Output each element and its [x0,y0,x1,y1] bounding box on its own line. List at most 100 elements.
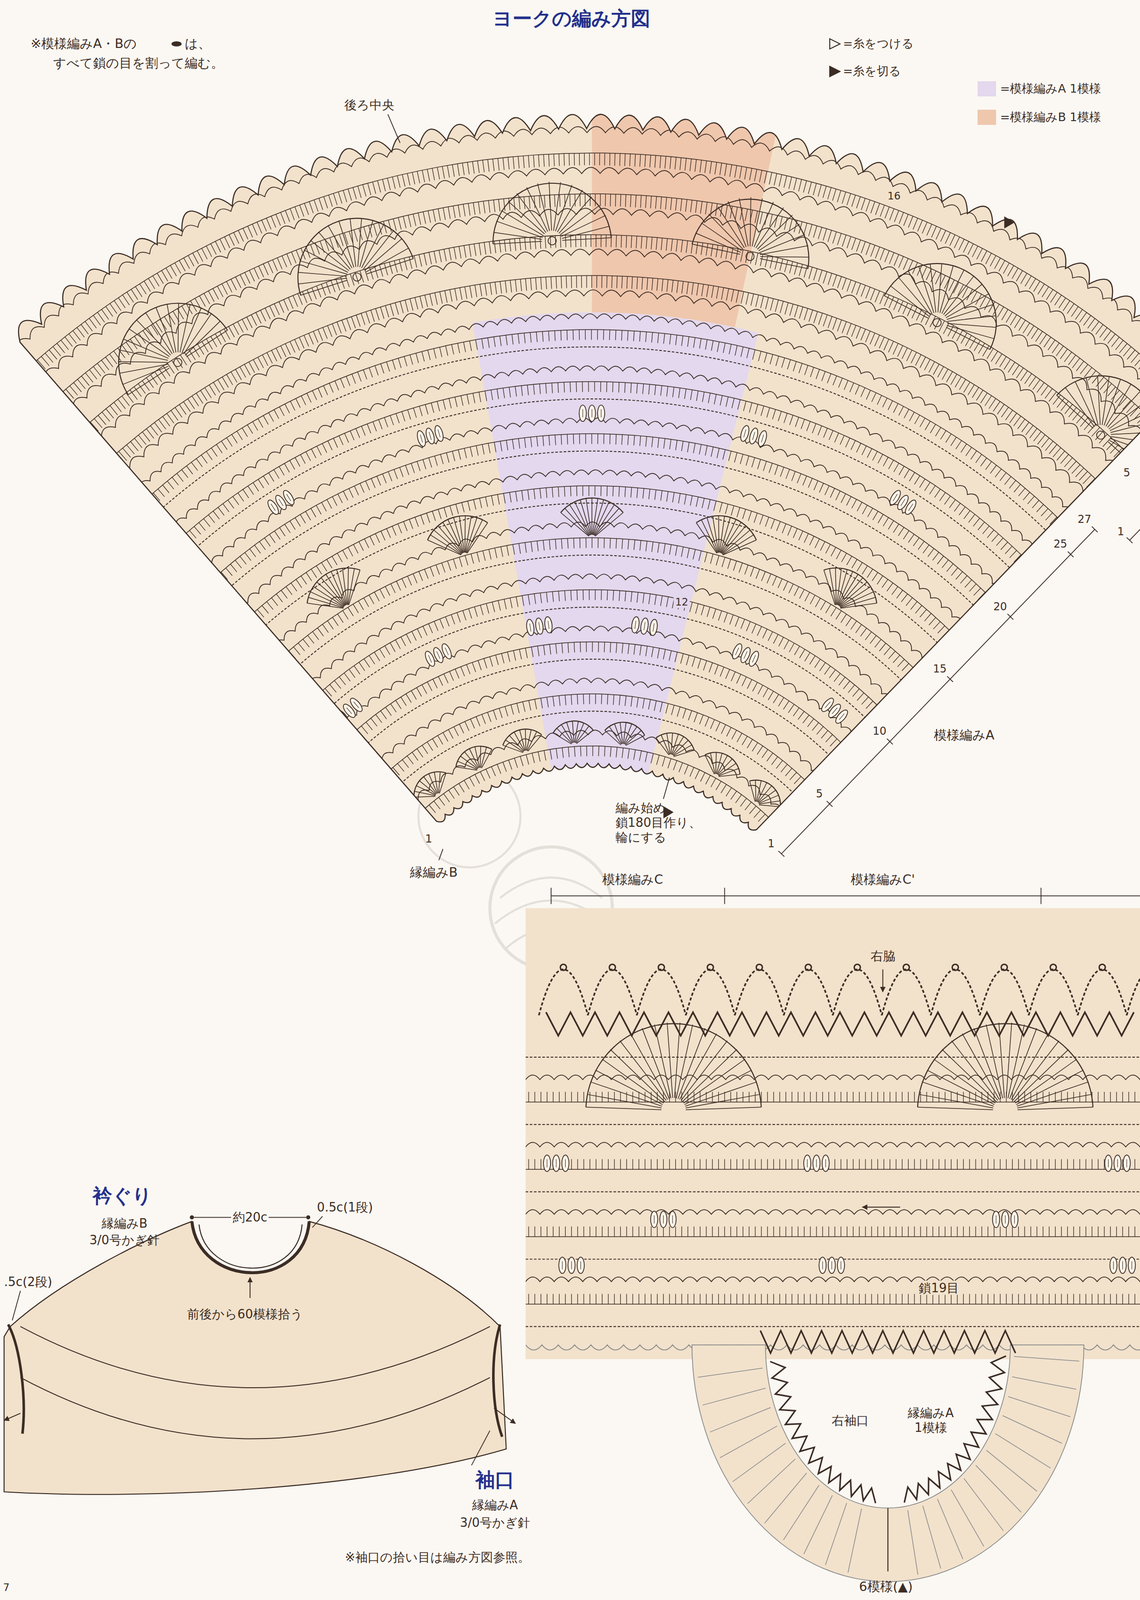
stitch-mark [102,412,111,422]
stitch-mark [1117,451,1126,461]
stitch-mark [267,261,273,274]
stitch-mark [641,236,643,249]
stitch-mark [584,152,586,166]
stitch-mark [849,382,854,393]
stitch-mark [600,589,602,600]
stitch-mark [651,237,653,250]
stitch-mark [247,425,253,434]
stitch-mark [1097,489,1106,498]
stitch-mark [37,360,46,370]
stitch-mark [424,808,432,817]
stitch-mark [910,672,918,680]
stitch-mark [522,596,524,607]
stitch-mark [461,502,465,513]
stitch-mark [367,183,371,196]
stitch-mark [597,433,599,444]
stitch-mark [856,693,864,701]
stitch-mark [808,310,813,323]
stitch-mark [579,642,581,653]
stitch-mark [941,560,949,569]
stitch-mark [956,330,963,342]
stitch-mark [275,348,282,360]
stitch-mark [877,575,884,585]
stitch-mark [560,330,562,341]
stitch-mark [342,610,349,620]
stitch-mark [522,702,526,713]
stitch-mark [469,777,475,787]
stitch-mark [1138,473,1140,483]
stitch-mark [209,384,216,396]
stitch-mark [213,382,220,393]
stitch-mark [327,440,333,451]
stitch-mark [794,776,802,785]
stitch-mark [560,235,561,248]
stitch-mark [528,700,531,711]
stitch-mark [618,486,620,497]
stitch-mark [946,371,953,382]
stitch-mark [468,203,471,216]
stitch-mark [478,201,481,215]
stitch-mark [295,398,301,408]
stitch-mark [860,387,865,398]
stitch-mark [552,696,555,707]
stitch-mark [146,428,154,439]
stitch-mark [453,787,460,796]
stitch-mark [741,676,747,686]
stitch-mark [351,316,356,329]
stitch-mark [442,166,445,179]
stitch-mark [427,682,433,692]
stitch-mark [1075,467,1084,477]
stitch-mark [266,218,272,230]
stitch-mark [449,289,453,302]
stitch-mark [740,798,747,807]
stitch-mark [1028,376,1036,387]
stitch-mark [472,161,475,174]
stitch-mark [922,544,930,553]
stitch-mark [551,382,553,393]
stitch-mark [825,734,833,743]
stitch-mark [493,199,495,213]
stitch-mark [469,341,472,352]
stitch-mark [935,427,941,437]
stitch-mark [421,684,427,694]
stitch-mark [595,193,596,207]
stitch-mark [235,369,242,380]
stitch-mark [393,218,397,231]
stitch-mark [524,237,526,250]
stitch-mark [473,499,476,510]
stitch-mark [884,250,890,263]
stitch-mark [789,643,795,653]
stitch-mark [711,285,714,298]
stitch-mark [711,340,714,351]
stitch-mark [997,306,1004,318]
stitch-mark [808,224,812,237]
stitch-mark [309,201,314,214]
stitch-mark [825,604,831,613]
stitch-mark [109,405,118,416]
stitch-mark [304,203,309,215]
stitch-mark [487,712,491,722]
stitch-mark [599,152,601,166]
stitch-mark [712,608,716,619]
stitch-mark [1026,567,1035,575]
stitch-mark [924,359,931,371]
stitch-mark [666,597,669,608]
stitch-mark [365,481,371,491]
stitch-mark [46,406,55,416]
stitch-mark [597,329,599,340]
stitch-mark [821,371,826,381]
stitch-mark [875,247,880,259]
stitch-mark [702,498,705,509]
stitch-mark [842,751,850,760]
stitch-mark [618,382,620,393]
stitch-mark [451,344,455,355]
stitch-mark [639,436,641,447]
stitch-mark [675,545,678,556]
stitch-mark [798,363,803,373]
stitch-mark [162,555,170,563]
stitch-mark [600,485,602,496]
stitch-mark [687,336,690,347]
stitch-mark [559,194,561,208]
stitch-mark [388,219,392,232]
stitch-mark [138,435,146,445]
